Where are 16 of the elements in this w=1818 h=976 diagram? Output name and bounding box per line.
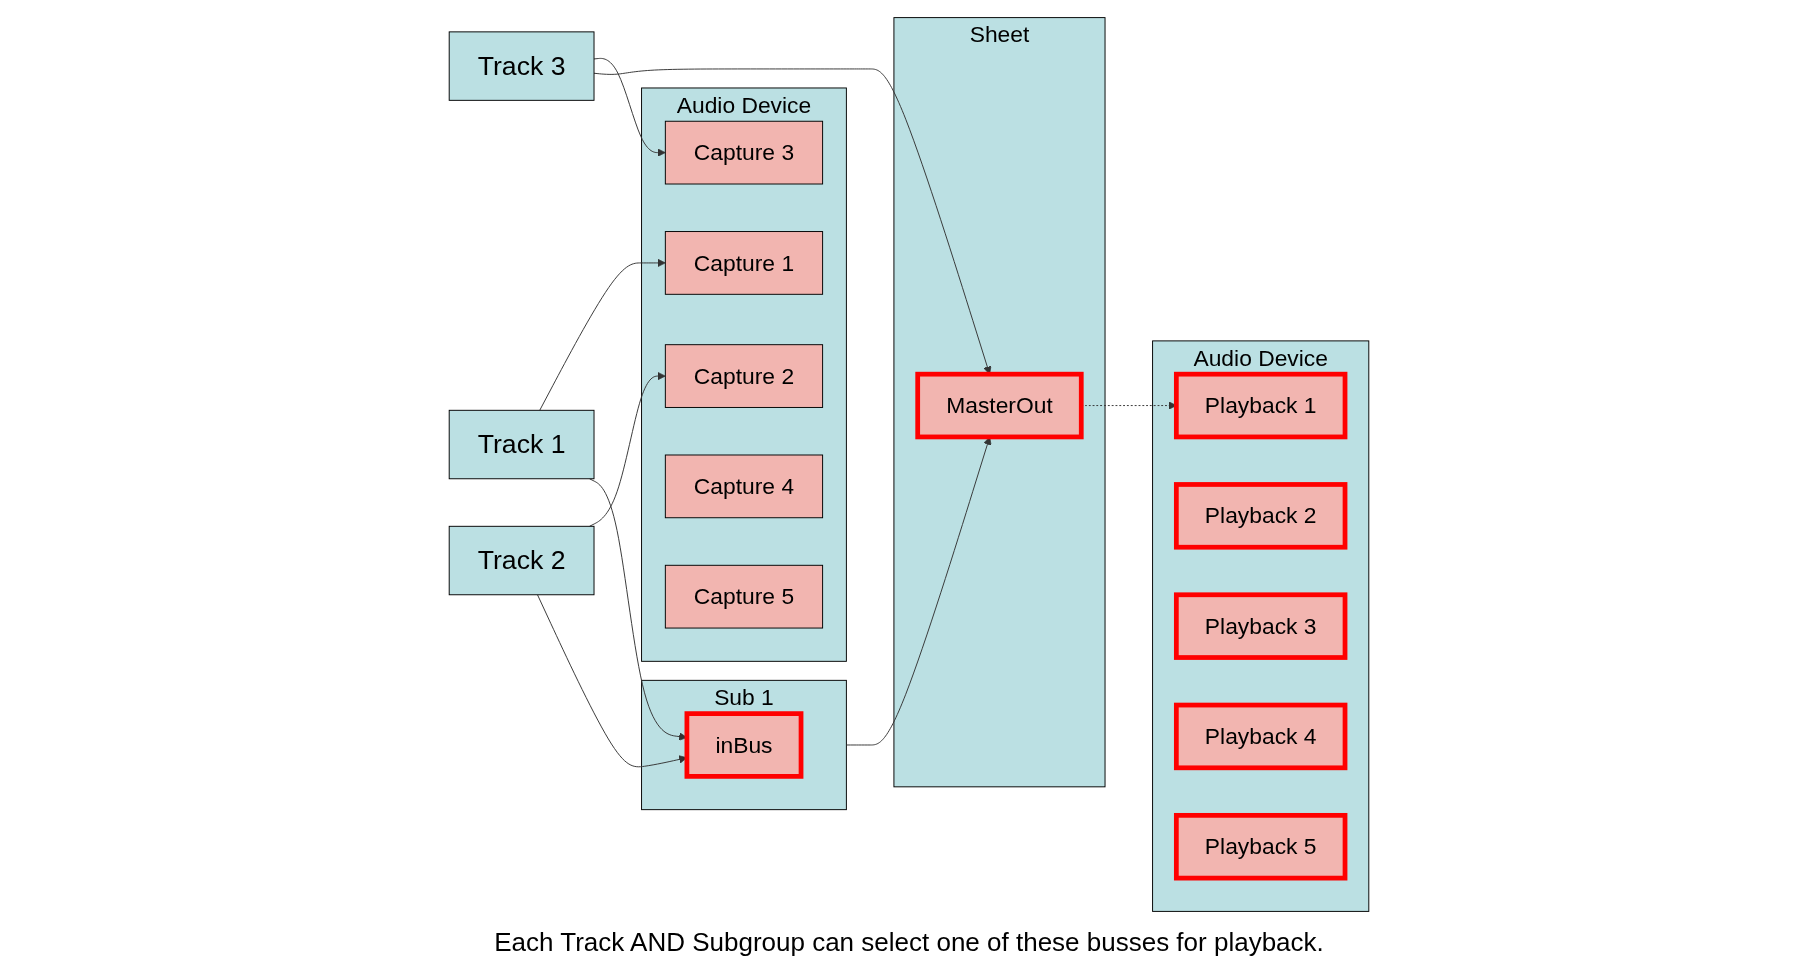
node-box: Track 1	[448, 409, 595, 480]
node-box: Track 2	[448, 525, 595, 596]
node-box: Capture 2	[664, 344, 824, 408]
node-box: Capture 4	[664, 454, 824, 519]
node-box: Playback 5	[1173, 813, 1348, 881]
node-box: Playback 3	[1173, 592, 1348, 660]
node-box: inBus	[684, 711, 804, 779]
node-box: Track 3	[448, 31, 595, 101]
node-box: Playback 4	[1173, 702, 1348, 771]
node-box: Playback 1	[1173, 371, 1348, 440]
node-box: Capture 3	[664, 120, 824, 185]
note-text: Each Track AND Subgroup can select one of these busses for playback.	[494, 927, 1324, 958]
node-box: Capture 5	[664, 564, 824, 629]
node-box: Playback 2	[1173, 482, 1348, 550]
node-box: Capture 1	[664, 231, 824, 295]
node-box: MasterOut	[915, 371, 1084, 440]
